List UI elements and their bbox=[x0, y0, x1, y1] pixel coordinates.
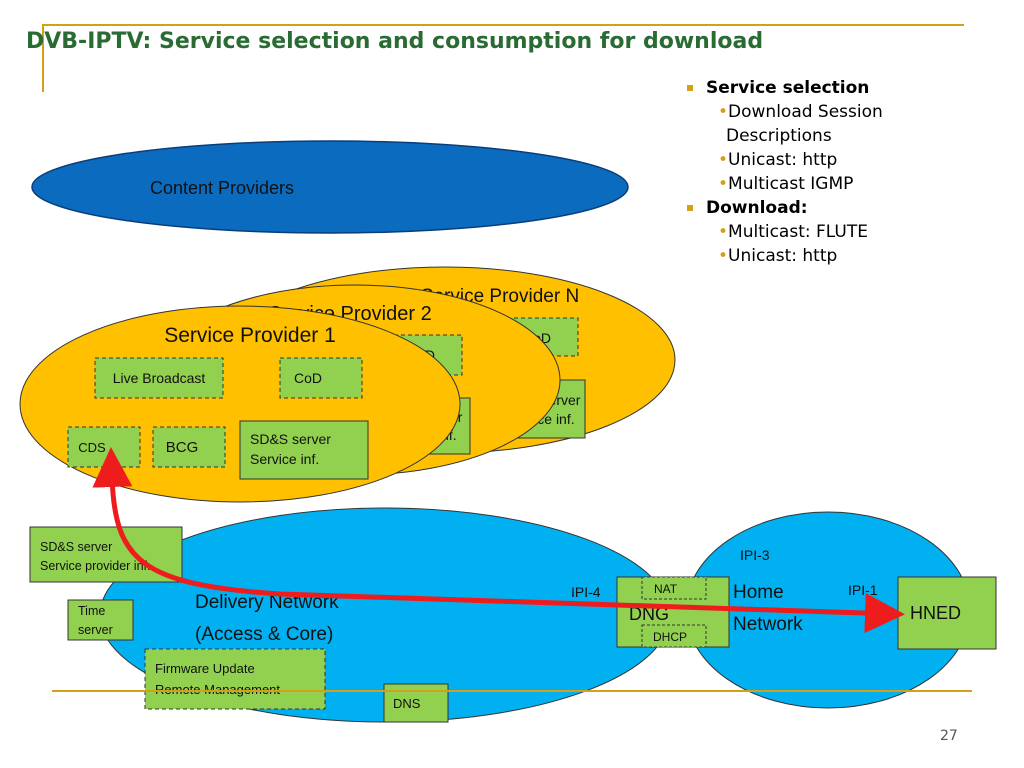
sds-server-label-1: SD&S server bbox=[250, 431, 331, 447]
dhcp-label: DHCP bbox=[653, 630, 687, 644]
slide-title: DVB-IPTV: Service selection and consumpt… bbox=[26, 29, 764, 54]
bullet-service-selection: Service selection bbox=[684, 76, 984, 100]
home-network-label-2: Network bbox=[733, 614, 803, 635]
sds-provider-label-1: SD&S server bbox=[40, 540, 112, 554]
delivery-network-label-2: (Access & Core) bbox=[195, 624, 333, 645]
time-server-label-2: server bbox=[78, 623, 113, 637]
firmware-label-1: Firmware Update bbox=[155, 661, 255, 676]
firmware-label-2: Remote Management bbox=[155, 682, 280, 697]
service-provider-1-label: Service Provider 1 bbox=[164, 324, 336, 347]
footer-rule bbox=[52, 690, 972, 692]
page-number: 27 bbox=[940, 728, 958, 744]
content-providers-label: Content Providers bbox=[150, 178, 294, 198]
sub-bullet-multicast-igmp: •Multicast IGMP bbox=[718, 174, 854, 194]
sub-bullet-unicast-http-2: •Unicast: http bbox=[718, 246, 838, 266]
bcg-label: BCG bbox=[166, 439, 199, 456]
service-provider-1: Service Provider 1 Live Broadcast CoD CD… bbox=[19, 305, 461, 503]
sds-server-label-2: Service inf. bbox=[250, 451, 319, 467]
hned-box bbox=[897, 576, 997, 650]
live-broadcast-label: Live Broadcast bbox=[113, 370, 206, 386]
sds-provider-label-2: Service provider inf. bbox=[40, 559, 150, 573]
title-rule-top bbox=[42, 24, 964, 26]
ipi3-label: IPI-3 bbox=[740, 547, 770, 563]
service-flow-arrow bbox=[92, 447, 905, 634]
ipi1-label: IPI-1 bbox=[848, 582, 878, 598]
bullet-download: Download: bbox=[684, 196, 984, 220]
live-broadcast-box bbox=[94, 357, 224, 399]
nat-label: NAT bbox=[654, 582, 678, 596]
title-rule-left bbox=[42, 24, 44, 92]
firmware-box bbox=[144, 648, 326, 710]
ipi4-label: IPI-4 bbox=[571, 584, 601, 600]
dns-label: DNS bbox=[393, 696, 421, 711]
cod-label: CoD bbox=[294, 370, 322, 386]
sds-server-box bbox=[239, 420, 369, 480]
dng-gateway: DNG NAT DHCP bbox=[616, 576, 730, 648]
cod-box bbox=[279, 357, 363, 399]
sub-bullet-multicast-flute: •Multicast: FLUTE bbox=[718, 222, 868, 242]
hned-label: HNED bbox=[910, 603, 961, 623]
sub-bullet-download-session: •Download Session Descriptions bbox=[718, 102, 883, 146]
home-network-label-1: Home bbox=[733, 582, 784, 603]
sub-bullet-unicast-http-1: •Unicast: http bbox=[718, 150, 838, 170]
time-server-label-1: Time bbox=[78, 604, 105, 618]
bullet-list: Service selection •Download Session Desc… bbox=[684, 76, 984, 268]
content-providers-ellipse: Content Providers bbox=[31, 140, 629, 234]
cds-label: CDS bbox=[78, 440, 106, 455]
